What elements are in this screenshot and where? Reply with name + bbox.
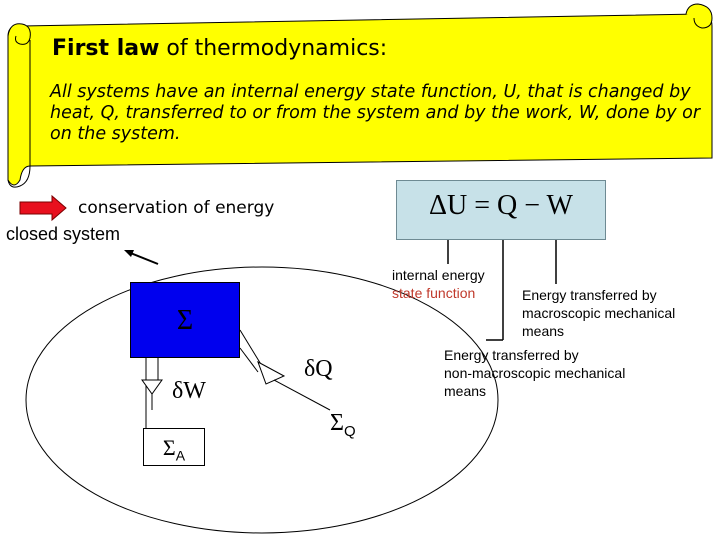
heat-desc-line-2: non-macroscopic mechanical — [444, 364, 625, 382]
first-law-description: All systems have an internal energy stat… — [50, 82, 710, 145]
state-function-line: state function — [392, 284, 485, 302]
work-description-label: Energy transferred by macroscopic mechan… — [522, 286, 675, 340]
system-boundary-ellipse — [26, 267, 498, 533]
internal-energy-label: internal energy state function — [392, 266, 485, 302]
work-symbol: δW — [172, 378, 206, 405]
heat-desc-line-1: Energy transferred by — [444, 346, 625, 364]
red-arrow-icon — [20, 196, 66, 220]
closed-system-pointer-head — [124, 250, 134, 257]
closed-system-label: closed system — [6, 224, 120, 245]
closed-system-pointer — [128, 252, 158, 264]
heat-desc-line-3: means — [444, 382, 625, 400]
internal-energy-line: internal energy — [392, 266, 485, 284]
work-desc-line-1: Energy transferred by — [522, 286, 675, 304]
first-law-equation: ΔU = Q − W — [396, 190, 606, 222]
work-desc-line-2: macroscopic mechanical — [522, 304, 675, 322]
work-arrow — [142, 358, 162, 428]
heat-symbol: δQ — [304, 356, 333, 383]
reservoir-q-label: ΣQ — [330, 410, 356, 440]
reservoir-a-box: ΣA — [143, 428, 205, 466]
page-title: First law of thermodynamics: — [52, 36, 387, 61]
heat-description-label: Energy transferred by non-macroscopic me… — [444, 346, 625, 400]
work-desc-line-3: means — [522, 322, 675, 340]
system-box: Σ — [130, 282, 240, 358]
conservation-label: conservation of energy — [78, 198, 274, 218]
